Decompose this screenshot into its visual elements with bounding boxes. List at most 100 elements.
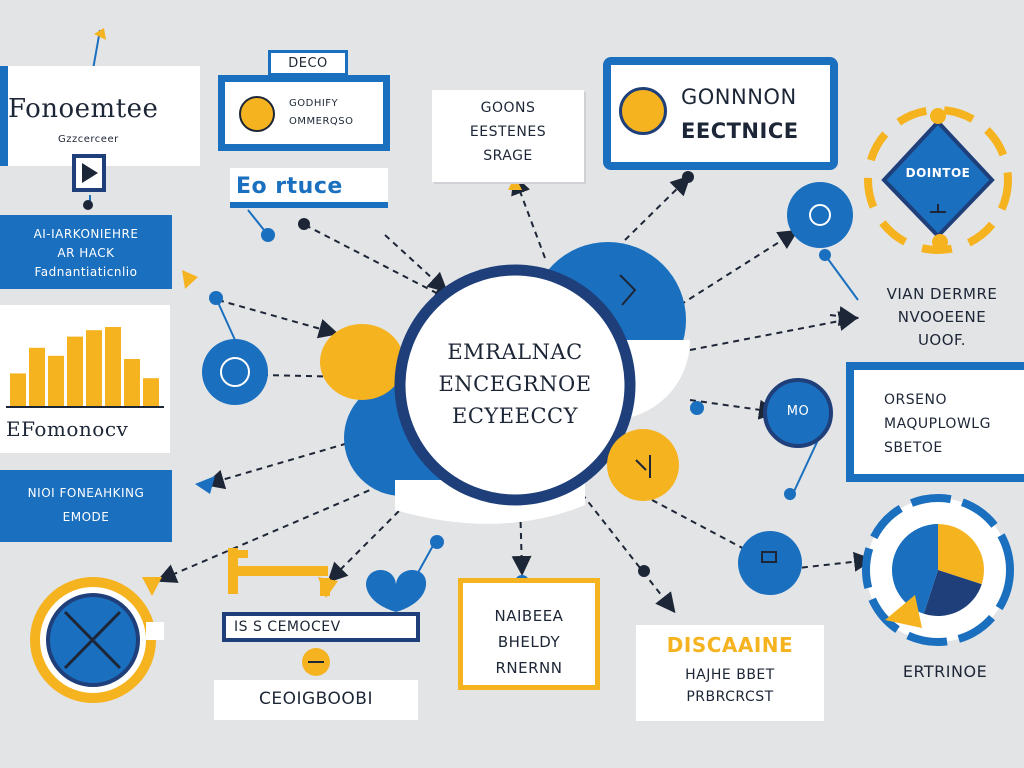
triangle-marker <box>94 28 106 40</box>
bracket-graphic <box>228 548 330 596</box>
node-dot <box>298 218 310 230</box>
card-subtitle: Gzzcerceer <box>58 134 119 145</box>
ertrinoe-label: ERTRINOE <box>902 662 988 681</box>
orseno-line1: ORSENO <box>884 392 947 408</box>
hub-line2: ENCEGRNOE <box>438 372 592 396</box>
hub-line3: ECYEECCY <box>452 404 578 428</box>
triangle-marker <box>142 577 162 596</box>
card-deco: GODHIFY OMMERQSO <box>218 75 390 151</box>
satellite-circle <box>787 182 853 248</box>
satellite-circle <box>607 429 679 501</box>
play-icon[interactable] <box>72 154 106 192</box>
connector-line <box>624 175 691 241</box>
card-goons: GOONS EESTENES SRAGE <box>432 90 584 182</box>
node-dot <box>83 200 93 210</box>
card-title: Fonoemtee <box>8 94 159 124</box>
connector-line <box>217 299 339 339</box>
niot-line1: NIOI FONEAHKING <box>27 486 145 500</box>
node-dot <box>261 228 275 242</box>
bar <box>124 359 140 407</box>
blue-panel-line1: AI-IARKONIEHRE <box>33 227 139 241</box>
node-dot <box>209 291 223 305</box>
card-common: GONNNON EECTNICE <box>603 57 838 170</box>
card-ceoigboobi: CEOIGBOOBI <box>214 680 418 720</box>
diamond-ring <box>864 106 1012 254</box>
deco-line2: OMMERQSO <box>289 116 354 127</box>
bar <box>86 330 102 407</box>
node-dot <box>638 565 650 577</box>
connector-line <box>679 229 799 306</box>
blue-panel-line2: AR HACK <box>57 246 115 260</box>
node-dot <box>784 488 796 500</box>
connector-line <box>829 306 859 327</box>
connector-line <box>689 311 859 351</box>
naibeea-line1: NAIBEEA <box>494 607 564 625</box>
orseno-line2: MAQUPLOWLG <box>884 416 991 432</box>
satellite-circle <box>202 339 268 405</box>
triangle-marker <box>508 176 522 190</box>
hub-blob-yellow <box>320 324 404 400</box>
goons-line2: EESTENES <box>469 124 547 140</box>
naibeea-line3: RNERNN <box>495 659 563 677</box>
donut-slice <box>938 524 984 585</box>
connector-line <box>384 234 448 293</box>
coin-icon <box>239 96 275 132</box>
card-discaaine: DISCAAINE HAJHE BBET PRBRCRCST <box>636 625 824 721</box>
discaaine-line2: HAJHE BBET <box>685 667 775 683</box>
bar <box>48 355 64 407</box>
vian-line2: NVOOEENE <box>897 308 987 326</box>
bar <box>67 336 83 407</box>
blue-panel-line3: Fadnantiaticnlio <box>34 265 138 279</box>
card-niot: NIOI FONEAHKING EMODE <box>0 470 172 542</box>
dointoe-label: DOINTOE <box>905 166 971 180</box>
efomonocv-label: EFomonocv <box>6 417 129 441</box>
vian-line3: UOOF. <box>917 331 967 349</box>
bar <box>29 347 45 407</box>
node-dot <box>430 535 444 549</box>
donut-slice <box>891 524 938 614</box>
donut-slice <box>923 570 982 616</box>
deco-tab-label: DECO <box>288 56 328 71</box>
center-hub-circle <box>394 264 636 506</box>
connector-line <box>689 399 779 420</box>
goons-line3: SRAGE <box>483 148 533 164</box>
bar <box>10 373 26 407</box>
cemocev-label: IS S CEMOCEV <box>234 619 341 635</box>
connector-line <box>156 459 441 583</box>
bar <box>143 378 159 407</box>
deco-line1: GODHIFY <box>289 98 339 109</box>
connector-line <box>304 224 454 302</box>
card-naibeea: NAIBEEA BHELDY RNERNN <box>458 578 600 690</box>
common-line2: EECTNICE <box>681 119 799 143</box>
panel-blue: AI-IARKONIEHRE AR HACK Fadnantiaticnlio <box>0 215 172 289</box>
card-cemocev: IS S CEMOCEV <box>222 612 420 642</box>
node-dot <box>690 401 704 415</box>
mo-label: MO <box>786 404 810 419</box>
discaaine-line1: DISCAAINE <box>666 633 794 657</box>
bar-chart <box>6 327 164 408</box>
niot-line2: EMODE <box>62 510 110 524</box>
orseno-line3: SBETOE <box>884 440 943 456</box>
pie-badge-icon <box>619 87 667 135</box>
connector-line <box>511 174 546 259</box>
donut-chart <box>891 524 984 616</box>
bar <box>105 327 121 407</box>
naibeea-line2: BHELDY <box>497 633 561 651</box>
node-dot <box>819 249 831 261</box>
vian-line1: VIAN DERMRE <box>886 285 998 303</box>
triangle-marker <box>195 476 215 494</box>
card-fonoemtee: Fonoemtee Gzzcerceer <box>0 66 200 166</box>
card-bar-chart: EFomonocv <box>0 305 170 453</box>
goons-line1: GOONS <box>480 100 536 116</box>
hub-line1: EMRALNAC <box>447 340 583 364</box>
card-orseno: ORSENO MAQUPLOWLG SBETOE <box>846 362 1024 482</box>
heart-shape <box>366 570 427 612</box>
connector-line <box>574 484 676 614</box>
ebanner-label: Eo rtuce <box>236 174 343 199</box>
deco-tab: DECO <box>268 50 348 76</box>
satellite-circle <box>763 378 833 448</box>
ceoigboobi-label: CEOIGBOOBI <box>259 689 373 709</box>
discaaine-line3: PRBRCRCST <box>686 689 774 705</box>
